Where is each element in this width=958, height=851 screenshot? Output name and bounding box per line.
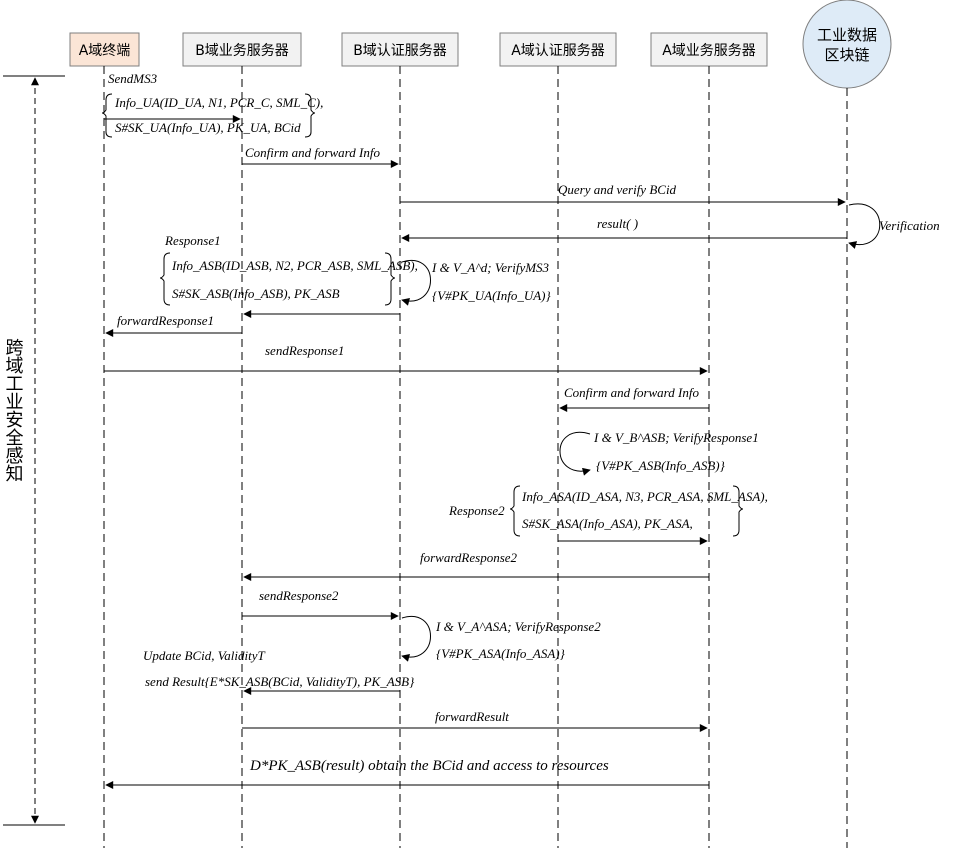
phase-bracket: 跨域工业安全感知: [3, 75, 65, 826]
phase-label: 跨域工业安全感知: [3, 338, 24, 482]
message-label: Query and verify BCid: [558, 182, 677, 197]
participant-label: A域业务服务器: [662, 43, 756, 59]
message-send-response2: sendResponse2: [242, 588, 399, 620]
message-query-verify: Query and verify BCid: [400, 182, 846, 206]
message-label-update: Update BCid, ValidityT: [143, 648, 265, 663]
message-send-response1: sendResponse1: [104, 343, 708, 375]
message-label: Response1: [164, 233, 221, 248]
message-result: result( ): [401, 216, 847, 242]
message-sendms3: SendMS3 Info_UA(ID_UA, N1, PCR_C, SML_C)…: [101, 71, 323, 138]
self-label-line2: {V#PK_ASB(Info_ASB)}: [596, 458, 726, 473]
self-verification: Verification: [848, 203, 940, 249]
participant-b-auth-server: B域认证服务器: [341, 32, 459, 67]
message-label: Response2: [448, 503, 505, 518]
message-label: Confirm and forward Info: [245, 145, 380, 160]
message-send-result: Update BCid, ValidityT send Result{E*SK_…: [143, 648, 415, 695]
message-payload-line1: Info_UA(ID_UA, N1, PCR_C, SML_C),: [114, 95, 323, 110]
self-verify-response2: I & V_A^ASA; VerifyResponse2 {V#PK_ASA(I…: [401, 615, 601, 662]
participant-a-terminal: A域终端: [69, 32, 140, 67]
message-confirm-forward-2: Confirm and forward Info: [559, 385, 709, 412]
self-label-line2: {V#PK_UA(Info_UA)}: [432, 288, 552, 303]
participant-label: A域认证服务器: [511, 43, 605, 59]
message-response2: Response2 Info_ASA(ID_ASA, N3, PCR_ASA, …: [448, 485, 768, 545]
message-response1: Response1 Info_ASB(ID_ASB, N2, PCR_ASB, …: [159, 233, 418, 318]
self-verify-response1: I & V_B^ASB; VerifyResponse1 {V#PK_ASB(I…: [559, 430, 759, 476]
self-verify-ms3: I & V_A^d; VerifyMS3 {V#PK_UA(Info_UA)}: [401, 259, 552, 306]
message-label: forwardResponse2: [420, 550, 518, 565]
message-forward-response1: forwardResponse1: [105, 313, 242, 337]
message-payload-line2: S#SK_ASB(Info_ASB), PK_ASB: [172, 286, 340, 301]
message-payload-line1: Info_ASB(ID_ASB, N2, PCR_ASB, SML_ASB),: [171, 258, 418, 273]
message-label: forwardResult: [435, 709, 509, 724]
self-label-line1: I & V_B^ASB; VerifyResponse1: [593, 430, 759, 445]
message-forward-response2: forwardResponse2: [243, 550, 709, 581]
message-label: sendResponse2: [259, 588, 339, 603]
self-label-line1: I & V_A^ASA; VerifyResponse2: [435, 619, 601, 634]
participant-label: B域业务服务器: [195, 43, 289, 59]
message-label: result( ): [597, 216, 638, 231]
message-payload-line1: Info_ASA(ID_ASA, N3, PCR_ASA, SML_ASA),: [521, 489, 768, 504]
message-label-send: send Result{E*SK_ASB(BCid, ValidityT), P…: [145, 674, 415, 689]
message-payload-line2: S#SK_UA(Info_UA), PK_UA, BCid: [115, 120, 301, 135]
participant-b-business-server: B域业务服务器: [182, 32, 302, 67]
message-label: sendResponse1: [265, 343, 344, 358]
participant-a-business-server: A域业务服务器: [650, 32, 768, 67]
message-final: D*PK_ASB(result) obtain the BCid and acc…: [105, 758, 709, 789]
message-label: D*PK_ASB(result) obtain the BCid and acc…: [249, 758, 609, 774]
participant-a-auth-server: A域认证服务器: [499, 32, 617, 67]
self-label: Verification: [879, 218, 940, 233]
participant-label: A域终端: [79, 43, 131, 59]
participant-blockchain: 工业数据 区块链: [802, 0, 892, 89]
message-forward-result: forwardResult: [242, 709, 708, 732]
message-confirm-forward-1: Confirm and forward Info: [242, 145, 399, 168]
message-label: forwardResponse1: [117, 313, 214, 328]
self-label-line2: {V#PK_ASA(Info_ASA)}: [436, 646, 566, 661]
message-label: Confirm and forward Info: [564, 385, 699, 400]
self-label-line1: I & V_A^d; VerifyMS3: [431, 260, 550, 275]
participant-label: B域认证服务器: [353, 43, 447, 59]
message-label: SendMS3: [108, 71, 158, 86]
message-payload-line2: S#SK_ASA(Info_ASA), PK_ASA,: [522, 516, 693, 531]
participant-label-line2: 区块链: [824, 46, 869, 64]
participant-label-line1: 工业数据: [817, 26, 877, 44]
